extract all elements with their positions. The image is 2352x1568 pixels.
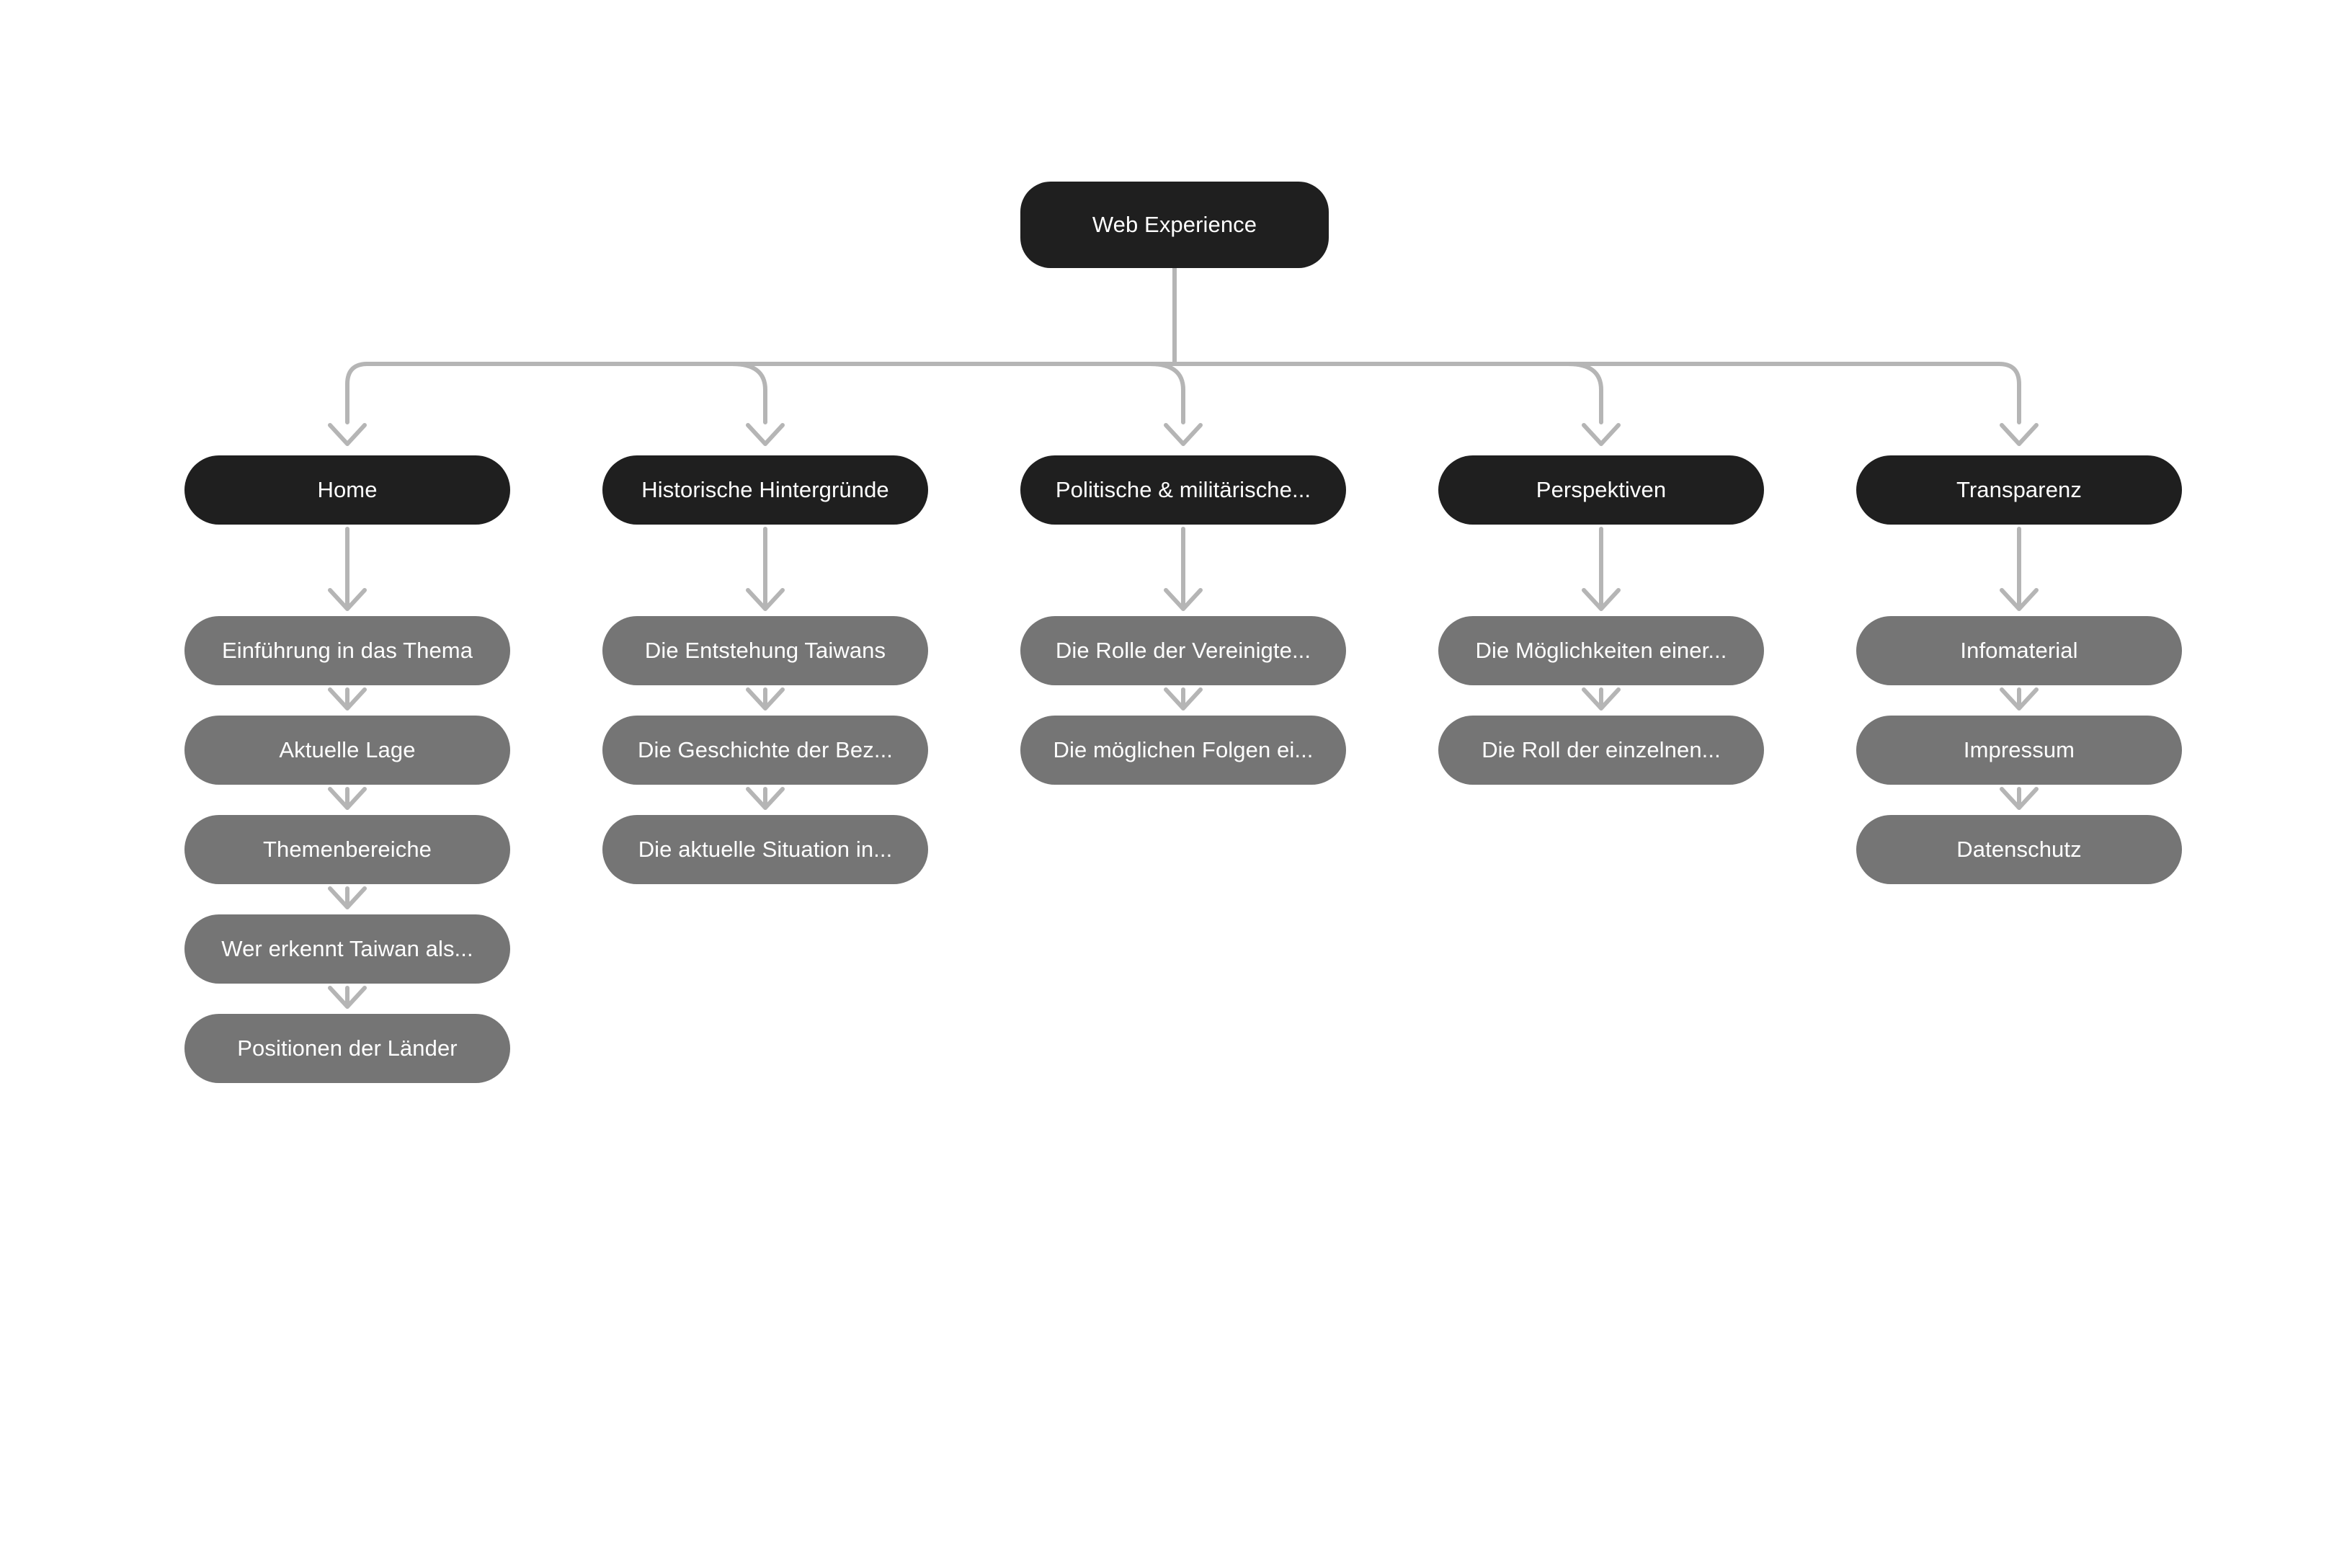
arrow-head-icon (1582, 687, 1621, 710)
page-node-2-2-label: Die Geschichte der Bez... (638, 737, 893, 762)
page-node-5-1[interactable]: Infomaterial (1856, 616, 2182, 685)
page-node-4-2[interactable]: Die Roll der einzelnen... (1438, 716, 1764, 785)
page-node-1-4[interactable]: Wer erkennt Taiwan als... (184, 914, 510, 984)
connector-line (1148, 362, 1185, 424)
section-node-1-label: Home (317, 477, 378, 502)
section-node-1[interactable]: Home (184, 455, 510, 525)
arrow-head-icon (328, 588, 367, 611)
section-node-3[interactable]: Politische & militärische... (1020, 455, 1346, 525)
page-node-4-2-label: Die Roll der einzelnen... (1482, 737, 1721, 762)
arrow-head-icon (328, 886, 367, 909)
page-node-2-2[interactable]: Die Geschichte der Bez... (602, 716, 928, 785)
section-node-2-label: Historische Hintergründe (641, 477, 889, 502)
arrow-head-icon (1582, 423, 1621, 446)
page-node-5-2-label: Impressum (1963, 737, 2075, 762)
arrow-head-icon (2000, 423, 2039, 446)
page-node-1-1[interactable]: Einführung in das Thema (184, 616, 510, 685)
page-node-4-1[interactable]: Die Möglichkeiten einer... (1438, 616, 1764, 685)
section-node-3-label: Politische & militärische... (1055, 477, 1311, 502)
page-node-1-1-label: Einführung in das Thema (221, 638, 473, 663)
page-node-5-2[interactable]: Impressum (1856, 716, 2182, 785)
page-node-2-3[interactable]: Die aktuelle Situation in... (602, 815, 928, 884)
arrow-head-icon (1582, 588, 1621, 611)
page-node-1-3[interactable]: Themenbereiche (184, 815, 510, 884)
arrow-head-icon (328, 986, 367, 1009)
page-node-5-1-label: Infomaterial (1960, 638, 2078, 663)
root-node[interactable]: Web Experience (1020, 182, 1329, 268)
section-node-4-label: Perspektiven (1536, 477, 1667, 502)
page-node-1-2[interactable]: Aktuelle Lage (184, 716, 510, 785)
page-node-2-1[interactable]: Die Entstehung Taiwans (602, 616, 928, 685)
page-node-3-2-label: Die möglichen Folgen ei... (1053, 737, 1314, 762)
arrow-head-icon (746, 588, 785, 611)
arrow-head-icon (746, 687, 785, 710)
arrow-head-icon (328, 423, 367, 446)
page-node-3-1-label: Die Rolle der Vereinigte... (1055, 638, 1311, 663)
arrow-head-icon (1164, 423, 1203, 446)
connector-line (345, 362, 2021, 424)
page-node-2-1-label: Die Entstehung Taiwans (644, 638, 886, 663)
arrow-head-icon (746, 423, 785, 446)
connector-line (1566, 362, 1603, 424)
page-node-1-5-label: Positionen der Länder (237, 1035, 458, 1061)
page-node-1-3-label: Themenbereiche (262, 837, 432, 862)
arrow-head-icon (2000, 588, 2039, 611)
section-node-5-label: Transparenz (1956, 477, 2082, 502)
page-node-3-1[interactable]: Die Rolle der Vereinigte... (1020, 616, 1346, 685)
section-node-4[interactable]: Perspektiven (1438, 455, 1764, 525)
page-node-2-3-label: Die aktuelle Situation in... (638, 837, 893, 862)
page-node-5-3[interactable]: Datenschutz (1856, 815, 2182, 884)
arrow-head-icon (2000, 687, 2039, 710)
arrow-head-icon (1164, 588, 1203, 611)
page-node-5-3-label: Datenschutz (1956, 837, 2082, 862)
page-node-1-2-label: Aktuelle Lage (279, 737, 416, 762)
arrow-head-icon (328, 787, 367, 810)
arrow-head-icon (1164, 687, 1203, 710)
root-node-label: Web Experience (1092, 212, 1257, 237)
section-node-5[interactable]: Transparenz (1856, 455, 2182, 525)
arrow-head-icon (746, 787, 785, 810)
page-node-3-2[interactable]: Die möglichen Folgen ei... (1020, 716, 1346, 785)
connector-line (730, 362, 767, 424)
page-node-4-1-label: Die Möglichkeiten einer... (1475, 638, 1727, 663)
page-node-1-4-label: Wer erkennt Taiwan als... (221, 936, 473, 961)
page-node-1-5[interactable]: Positionen der Länder (184, 1014, 510, 1083)
arrow-head-icon (328, 687, 367, 710)
arrow-head-icon (2000, 787, 2039, 810)
section-node-2[interactable]: Historische Hintergründe (602, 455, 928, 525)
